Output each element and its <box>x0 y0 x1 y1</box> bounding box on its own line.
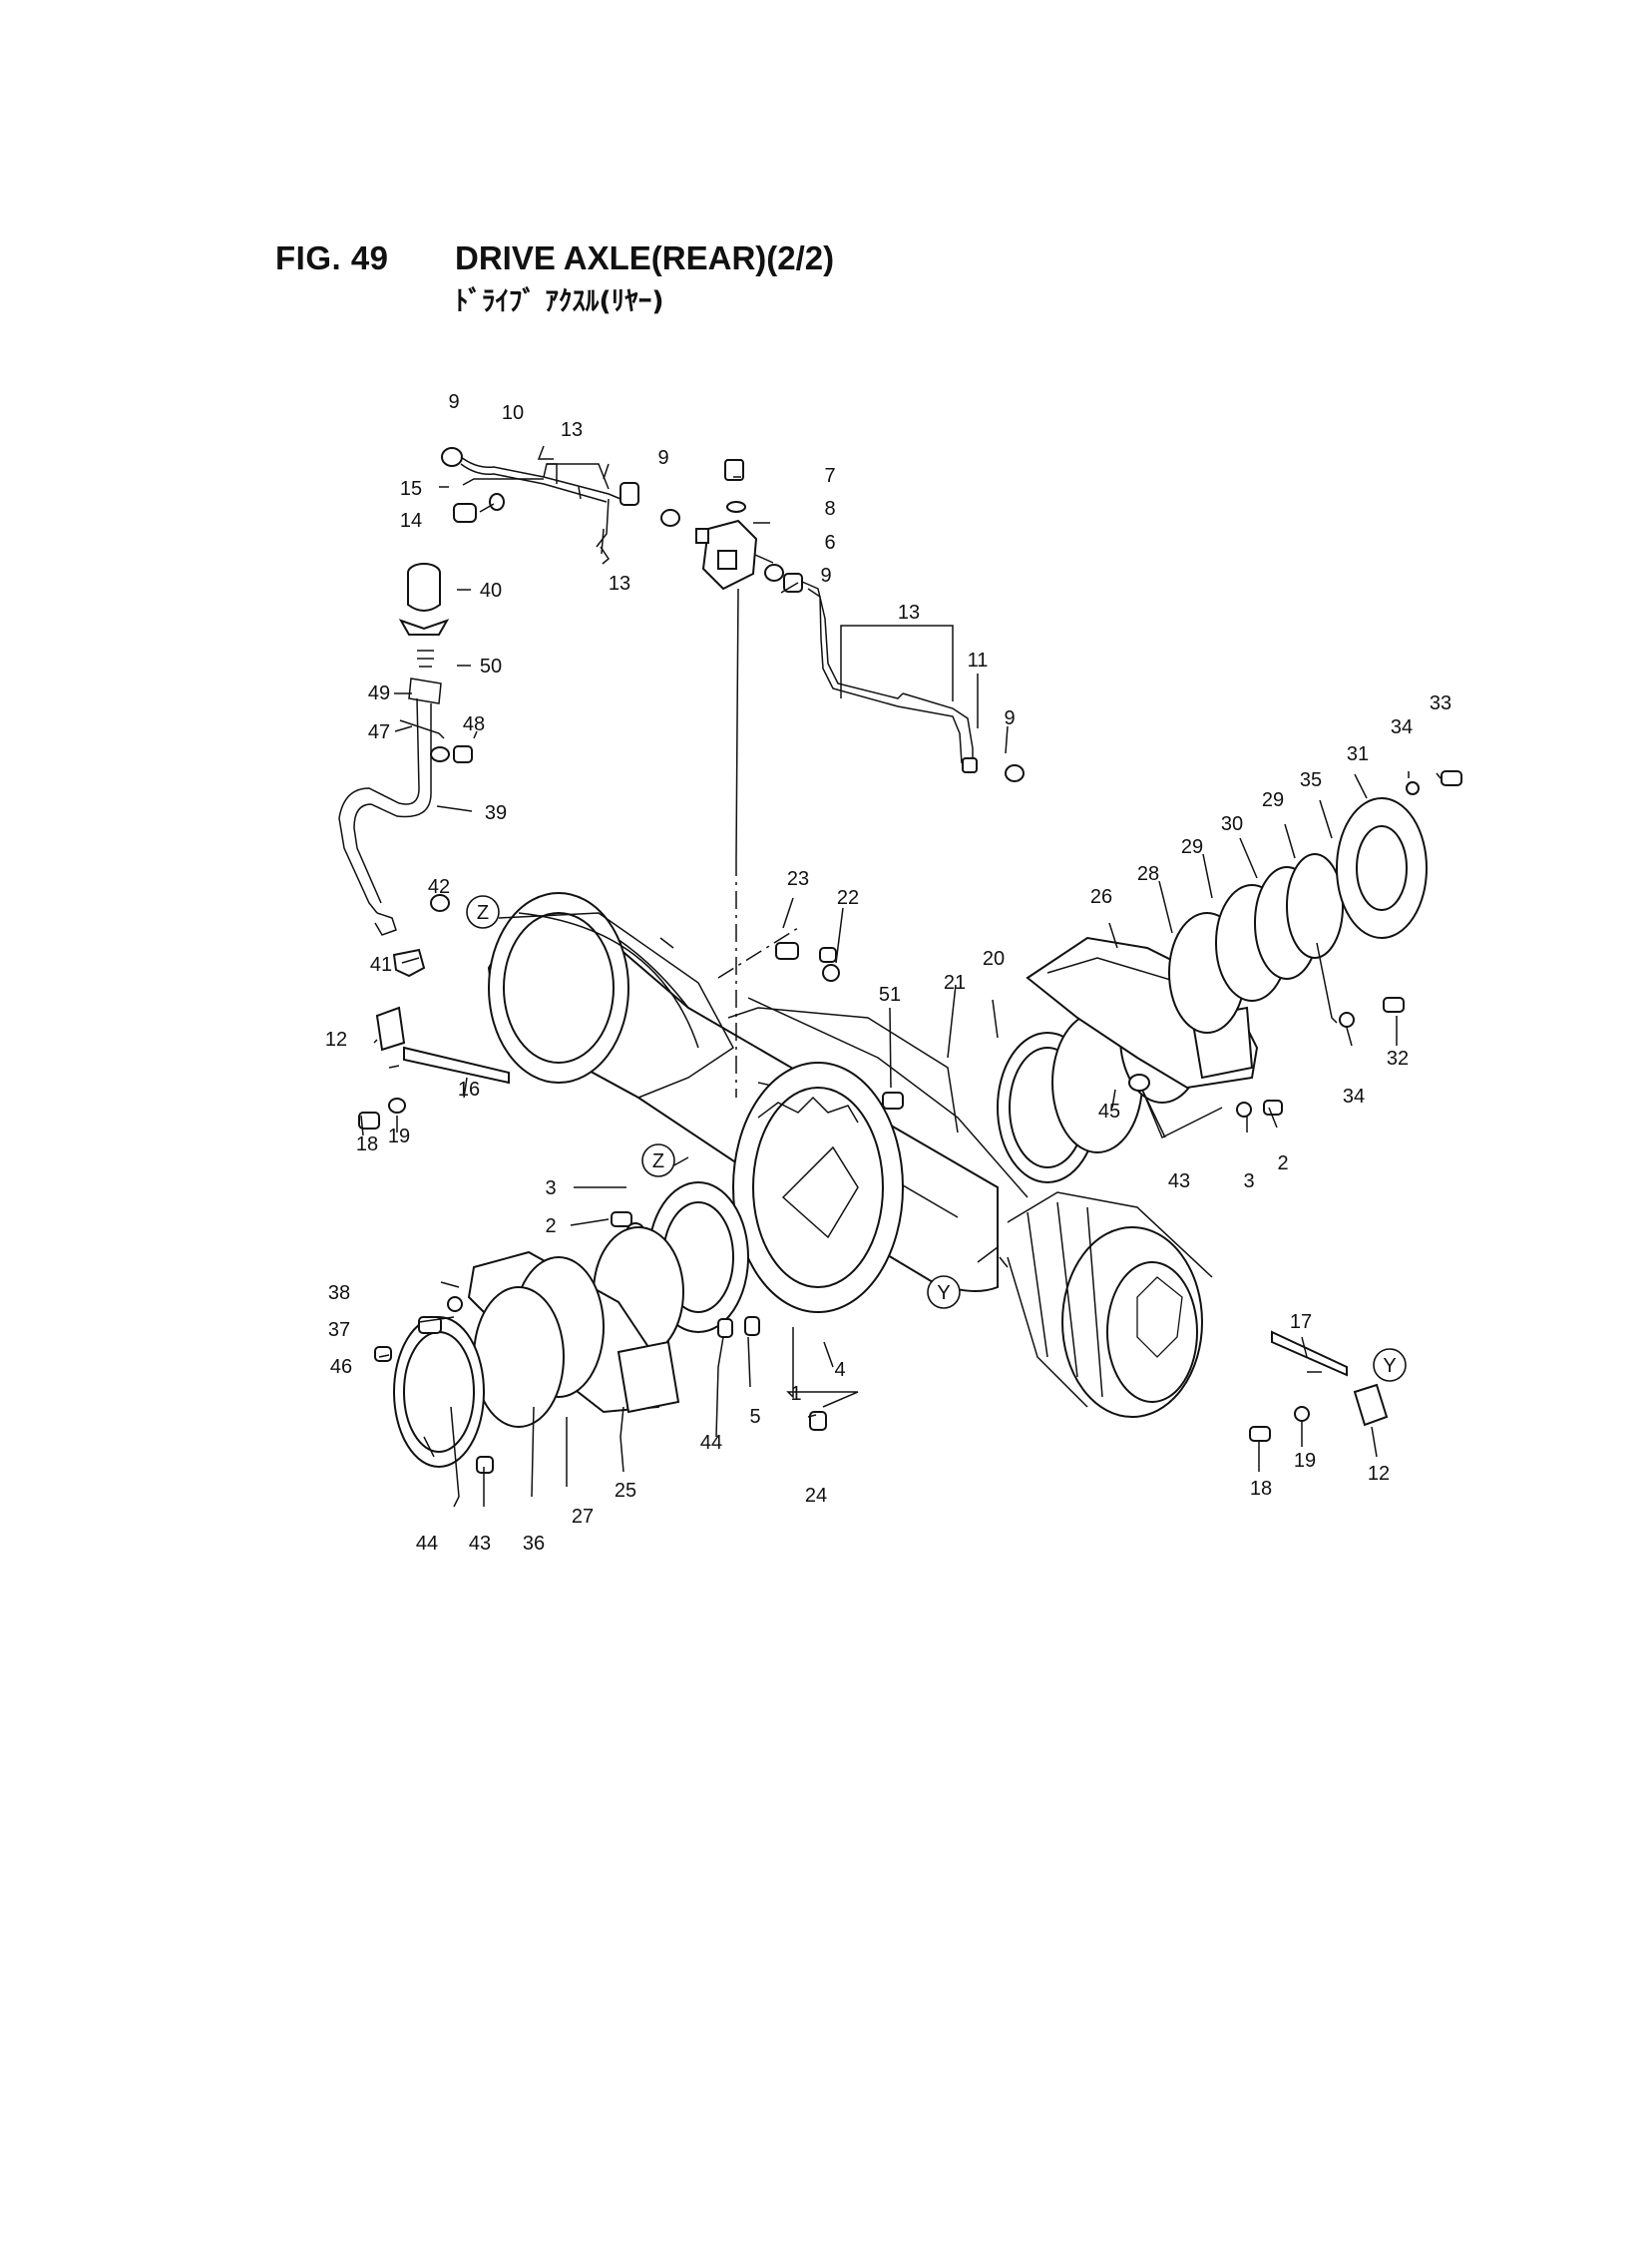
callout-label: 46 <box>330 1356 352 1378</box>
callout-label: 49 <box>368 682 390 704</box>
callout-label: 43 <box>1168 1170 1190 1192</box>
callout-label: 2 <box>545 1215 556 1237</box>
callout-label: 24 <box>805 1485 827 1507</box>
callout-label: 4 <box>834 1359 845 1381</box>
callout-label: 50 <box>480 656 502 678</box>
callout-label: 34 <box>1391 716 1413 738</box>
callout-label: 44 <box>416 1533 438 1555</box>
callout-label: 28 <box>1137 863 1159 885</box>
callout-label: 30 <box>1221 813 1243 835</box>
brake-valve-assembly <box>695 459 758 859</box>
callout-label: 8 <box>824 498 835 520</box>
brake-line-right <box>764 564 1025 782</box>
reference-mark-z-upper: Z <box>466 895 500 929</box>
callout-label: 41 <box>370 954 392 976</box>
callout-label: 12 <box>325 1029 347 1051</box>
callout-label: 33 <box>1430 692 1451 714</box>
right-brackets <box>1249 1330 1389 1442</box>
callout-label: 26 <box>1090 886 1112 908</box>
callout-label: 22 <box>837 887 859 909</box>
callout-label: 14 <box>400 510 422 532</box>
callout-label: 18 <box>356 1133 378 1155</box>
callout-label: 39 <box>485 802 507 824</box>
brake-line-upper-left <box>441 447 680 565</box>
callout-label: 18 <box>1250 1478 1272 1500</box>
callout-label: 29 <box>1262 789 1284 811</box>
callout-label: 9 <box>448 391 459 413</box>
callout-label: 17 <box>1290 1311 1312 1333</box>
callout-label: 3 <box>545 1177 556 1199</box>
callout-label: 43 <box>469 1533 491 1555</box>
callout-label: 31 <box>1347 743 1369 765</box>
callout-label: 21 <box>944 972 966 994</box>
callout-label: 5 <box>749 1406 760 1428</box>
callout-label: 11 <box>968 650 989 672</box>
axle-housing <box>487 858 1213 1418</box>
callout-label: 35 <box>1300 769 1322 791</box>
brake-hose-left <box>338 563 473 978</box>
callout-label: 7 <box>824 465 835 487</box>
callout-label: 13 <box>561 419 583 441</box>
callout-label: 32 <box>1387 1048 1409 1070</box>
callout-label: 36 <box>523 1533 545 1555</box>
callout-label: 15 <box>400 478 422 500</box>
callout-label: 19 <box>1294 1450 1316 1472</box>
callout-label: 27 <box>572 1506 594 1528</box>
callout-label: 34 <box>1343 1086 1365 1108</box>
reference-mark-z-upper-label: Z <box>477 902 489 924</box>
reference-mark-y-right: Y <box>1373 1348 1407 1382</box>
callout-label: 12 <box>1368 1463 1390 1485</box>
figure-title: DRIVE AXLE(REAR)(2/2) <box>455 239 835 276</box>
figure-subtitle: ﾄﾞﾗｲﾌﾞ ｱｸｽﾙ(ﾘﾔｰ) <box>455 286 664 317</box>
callout-label: 48 <box>463 713 485 735</box>
callout-label: 2 <box>1277 1152 1288 1174</box>
figure-number: FIG. 49 <box>275 239 389 276</box>
callout-label: 20 <box>983 948 1005 970</box>
callout-numbers: 9 10 13 15 14 9 7 8 6 9 13 13 11 9 40 50… <box>325 391 1451 1555</box>
callout-label: 29 <box>1181 836 1203 858</box>
callout-label: 10 <box>502 402 524 424</box>
callout-label: 13 <box>609 573 630 595</box>
callout-label: 47 <box>368 721 390 743</box>
callout-label: 1 <box>790 1383 801 1405</box>
callout-label: 6 <box>824 532 835 554</box>
callout-label: 3 <box>1243 1170 1254 1192</box>
callout-label: 19 <box>388 1126 410 1147</box>
right-side-exploded <box>775 770 1462 1183</box>
reference-mark-y-right-label: Y <box>1383 1355 1396 1377</box>
callout-label: 37 <box>328 1319 350 1341</box>
callout-label: 40 <box>480 580 502 602</box>
reference-mark-z-lower: Z <box>641 1143 675 1177</box>
callout-label: 13 <box>898 602 920 624</box>
reference-marks: Z Z Y Y <box>466 895 1407 1382</box>
left-side-exploded <box>374 1181 827 1474</box>
callout-label: 51 <box>879 984 901 1006</box>
callout-label: 9 <box>657 447 668 469</box>
callout-label: 42 <box>428 876 450 898</box>
callout-label: 9 <box>1004 707 1015 729</box>
leader-lines <box>360 445 1442 1508</box>
callout-label: 16 <box>458 1079 480 1101</box>
reference-mark-y-center-label: Y <box>937 1282 950 1304</box>
callout-label: 44 <box>700 1432 722 1454</box>
reference-mark-y-center: Y <box>927 1275 961 1309</box>
callout-label: 9 <box>820 565 831 587</box>
callout-label: 23 <box>787 868 809 890</box>
callout-label: 45 <box>1098 1101 1120 1123</box>
callout-label: 25 <box>615 1480 636 1502</box>
reference-mark-z-lower-label: Z <box>652 1150 664 1172</box>
callout-label: 38 <box>328 1282 350 1304</box>
